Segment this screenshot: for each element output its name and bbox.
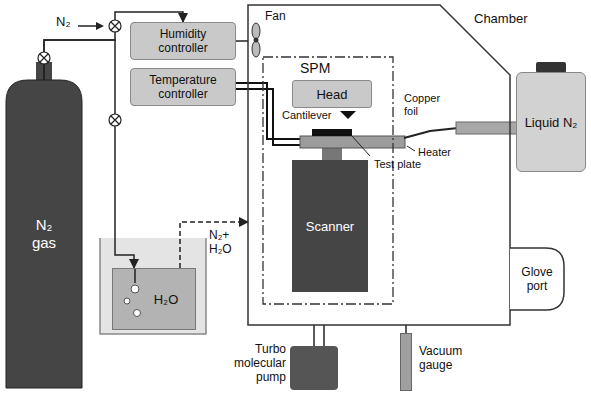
bubble [131, 285, 139, 293]
box-label: Temperature controller [136, 73, 230, 101]
pump-pipe [323, 325, 325, 346]
cylinder-body [6, 80, 82, 388]
flow-arrow [96, 22, 104, 30]
gas-cylinder: N₂ gas [6, 80, 82, 388]
box-label: Liquid N₂ [525, 115, 578, 130]
chamber-label: Chamber [474, 11, 527, 26]
pump-label: Turbo molecular pump [226, 342, 286, 384]
pipe-connector [236, 40, 248, 42]
gas-label: N₂ [56, 14, 70, 30]
water-box: H₂O [112, 268, 196, 330]
part-label: Fan [265, 9, 286, 23]
valve-symbol [111, 22, 119, 30]
valve-symbol [38, 52, 50, 64]
box-label: H₂O [154, 292, 179, 307]
pump-box: Turbo molecular pump [290, 346, 338, 390]
fan-symbol [254, 38, 259, 43]
valve-symbol [111, 116, 119, 124]
fan-symbol [252, 23, 260, 39]
bubble [124, 298, 130, 304]
box-label: Scanner [306, 219, 354, 234]
part-label: Heater [418, 146, 451, 159]
valve-symbol [38, 52, 50, 64]
port-label: Glove port [515, 265, 559, 293]
head-box: Head [292, 80, 372, 108]
heater-wire [236, 89, 300, 145]
cylinder-label: N₂ gas [27, 216, 61, 252]
water-tank [100, 238, 206, 334]
spm-enclosure: SPM HeadScanner [262, 56, 394, 305]
pipe-connector [405, 325, 407, 333]
gauge-box: Vacuum gauge [400, 333, 412, 391]
scanner-box: Scanner [292, 160, 368, 292]
valve-symbol [109, 114, 121, 126]
spm-label: SPM [300, 60, 330, 77]
part-label: Cantilever [282, 109, 332, 122]
dewar-box: Liquid N₂ [516, 72, 586, 172]
cantilever-tip [340, 111, 356, 119]
bubbler-tube [134, 269, 136, 283]
leader-line [352, 136, 370, 156]
box-label: Humidity controller [136, 27, 230, 55]
stage-post [322, 148, 342, 160]
valve-symbol [109, 20, 121, 32]
glove-port-outline [510, 248, 564, 310]
vacuum-chamber: ChamberSPMHeadScanner [248, 5, 510, 325]
pipe-connector [180, 222, 248, 268]
test-plate [312, 129, 352, 136]
box-label: Head [316, 87, 347, 102]
chamber-wall [248, 5, 510, 325]
leader-line [407, 146, 415, 151]
fan-symbol [252, 23, 260, 57]
pipe-connector [313, 325, 315, 346]
bubble [134, 310, 141, 317]
part-label: Copper foil [404, 92, 446, 118]
glove-port: Glove port [510, 248, 564, 310]
heater-wire [236, 83, 300, 139]
gauge-label: Vacuum gauge [419, 344, 479, 372]
heater-block [300, 136, 405, 148]
controller-box: Temperature controller [130, 68, 236, 106]
vacuum-chamber-outline [248, 5, 510, 325]
valve-symbol [109, 114, 121, 126]
valve-symbol [109, 20, 121, 32]
part-label: Test plate [374, 158, 421, 171]
flow-arrow [78, 25, 96, 27]
spm-outline [263, 57, 393, 304]
flow-label: N₂+ H₂O [209, 228, 247, 256]
controller-box: Humidity controller [130, 22, 236, 60]
fan-symbol [252, 41, 260, 57]
copper-foil [404, 128, 458, 138]
valve-symbol [40, 54, 48, 62]
